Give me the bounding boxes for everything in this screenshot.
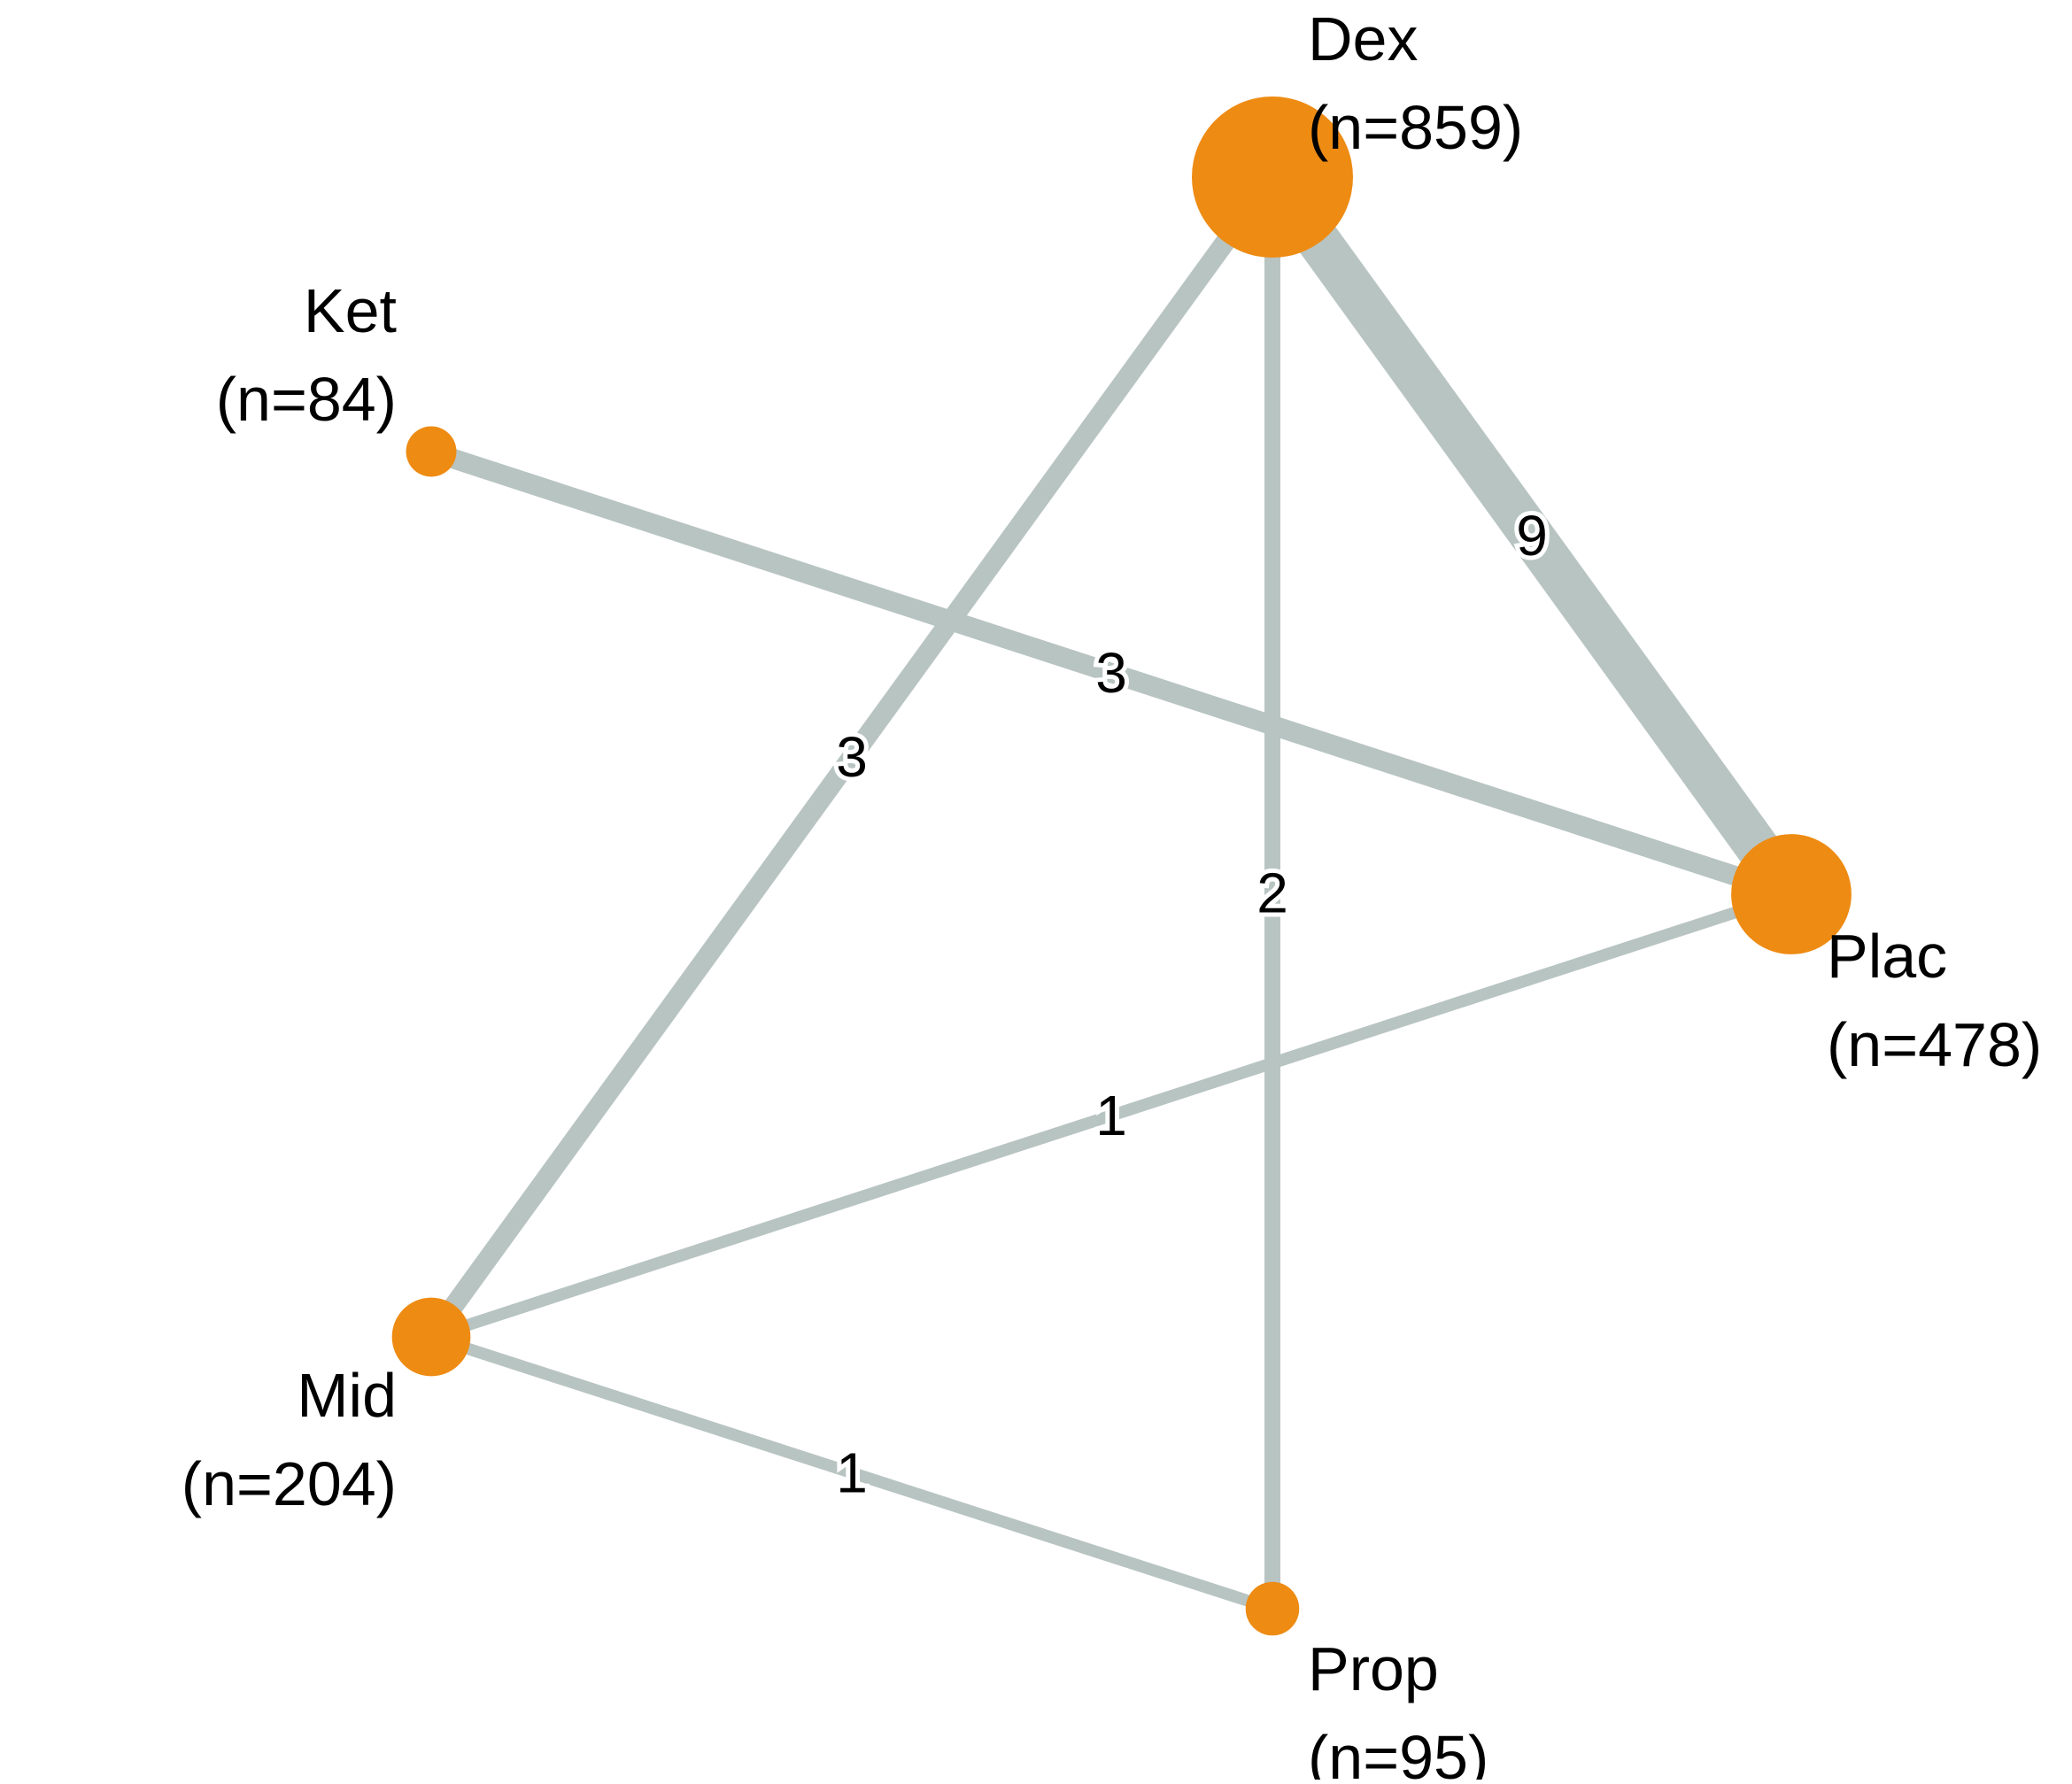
edge-label-dex-prop: 2 [1256, 861, 1288, 925]
edge-label-dex-mid: 3 [836, 725, 868, 789]
edge-mid-prop [429, 1331, 1275, 1615]
node-label-prop: Prop [1308, 1634, 1439, 1703]
node-mid [391, 1297, 471, 1377]
node-count-dex: (n=859) [1308, 93, 1523, 162]
node-ket [406, 426, 457, 477]
node-plac [1731, 834, 1852, 954]
node-count-plac: (n=478) [1827, 1010, 2042, 1079]
edge-label-mid-plac: 1 [1095, 1084, 1127, 1147]
nodes-layer [391, 97, 1852, 1636]
edge-dex-mid [422, 171, 1281, 1343]
node-count-mid: (n=204) [182, 1449, 397, 1518]
edge-dex-plac [1254, 164, 1810, 907]
node-count-prop: (n=95) [1308, 1723, 1488, 1780]
edge-ket-plac [428, 442, 1795, 904]
node-label-mid: Mid [297, 1361, 397, 1430]
node-label-ket: Ket [304, 276, 397, 345]
edge-mid-plac [429, 888, 1794, 1343]
edge-label-ket-plac: 3 [1095, 641, 1127, 705]
node-count-ket: (n=84) [216, 365, 397, 434]
edge-label-mid-prop: 1 [836, 1441, 868, 1505]
node-labels-layer: Dex (n=859) Ket (n=84) Plac (n=478) Mid (n=204)… [182, 4, 2042, 1784]
node-dex [1192, 97, 1353, 258]
edges-layer [422, 164, 1810, 1615]
node-prop [1245, 1581, 1300, 1636]
edge-label-dex-plac: 9 [1516, 504, 1548, 568]
edge-labels-layer: 9 3 3 2 1 1 [831, 499, 1552, 1510]
node-label-plac: Plac [1827, 922, 1947, 991]
node-label-dex: Dex [1308, 4, 1418, 73]
